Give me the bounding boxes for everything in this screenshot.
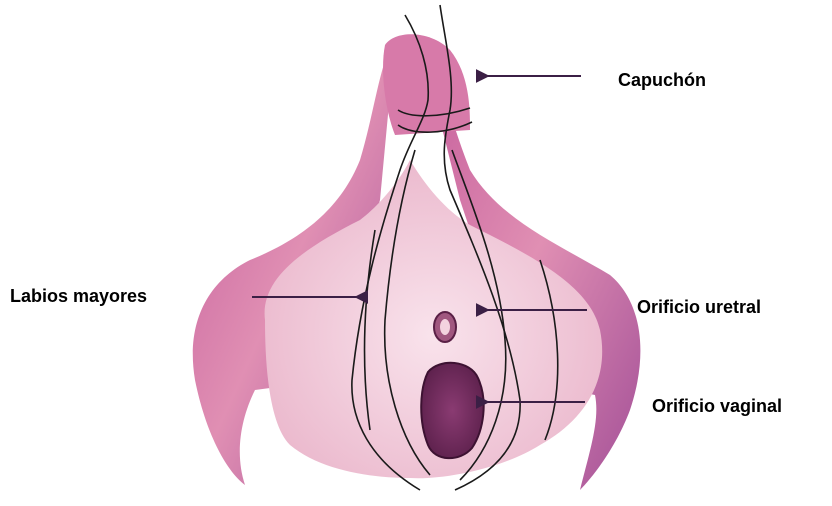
hood bbox=[383, 34, 470, 135]
label-labios-mayores: Labios mayores bbox=[10, 286, 147, 307]
anatomy-illustration bbox=[193, 5, 641, 490]
label-orificio-uretral: Orificio uretral bbox=[637, 297, 761, 318]
vaginal-opening bbox=[421, 363, 483, 458]
label-capuchon: Capuchón bbox=[618, 70, 706, 91]
label-orificio-vaginal: Orificio vaginal bbox=[652, 396, 782, 417]
